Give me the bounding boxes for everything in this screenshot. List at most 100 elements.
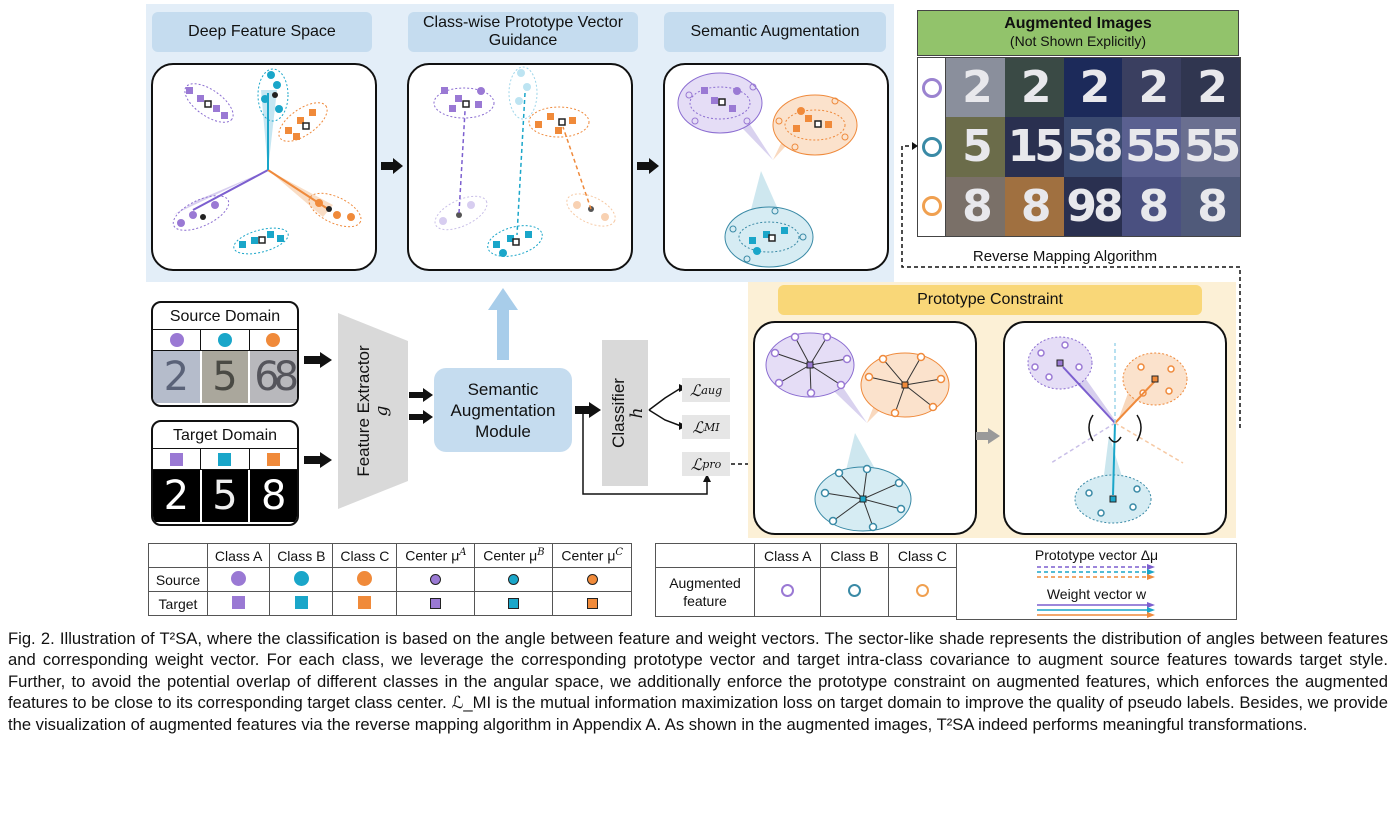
target-class-a-marker	[153, 449, 202, 469]
source-class-c-marker	[250, 330, 297, 350]
source-image-8: 68	[250, 351, 297, 403]
label-deep-feature-space: Deep Feature Space	[152, 12, 372, 52]
label-prototype-guidance: Class-wise Prototype Vector Guidance	[408, 12, 638, 52]
legend-source-center-c	[552, 567, 632, 592]
legend-target-label: Target	[148, 591, 208, 616]
augmented-image: 8	[1122, 176, 1182, 236]
legend-class-b: Class B	[269, 543, 334, 568]
semantic-augmentation-module: Semantic Augmentation Module	[434, 368, 572, 452]
aug-legend-class-b: Class B	[820, 543, 889, 568]
legend-center-c: Center μC	[552, 543, 632, 568]
legend-target-b	[269, 591, 334, 616]
legend-target-a	[206, 591, 271, 616]
center-a-sup: A	[459, 547, 467, 559]
augmented-image: 15	[1004, 117, 1064, 177]
augmented-image: 2	[1122, 58, 1182, 118]
vector-legend: Prototype vector Δμ Weight vector w	[956, 543, 1237, 620]
source-class-a-marker	[153, 330, 202, 350]
legend-target-center-a	[396, 591, 476, 616]
label-semantic-augmentation: Semantic Augmentation	[664, 12, 886, 52]
augmented-images-header: Augmented Images (Not Shown Explicitly)	[917, 10, 1239, 56]
augmented-image: 8	[1181, 176, 1240, 236]
legend-table: Class A Class B Class C Center μA Center…	[148, 543, 632, 616]
legend-center-b: Center μB	[474, 543, 554, 568]
prototype-constraint-title: Prototype Constraint	[778, 285, 1202, 315]
augmented-image: 98	[1063, 176, 1123, 236]
reverse-mapping-label: Reverse Mapping Algorithm	[972, 248, 1158, 265]
aug-legend-class-a: Class A	[753, 543, 822, 568]
source-domain-markers	[153, 330, 297, 351]
source-class-b-marker	[201, 330, 250, 350]
arrow-right-icon	[575, 402, 601, 423]
legend-source-center-a	[396, 567, 476, 592]
source-image-5: 5	[201, 351, 251, 403]
legend-source-c	[332, 567, 398, 592]
loss-pro-symbol: ℒ	[690, 454, 703, 474]
aug-legend-c	[887, 567, 958, 617]
gray-arrow-icon	[976, 428, 1000, 444]
panel-semantic-augmentation	[663, 63, 889, 271]
classifier-shape	[602, 340, 648, 486]
source-domain-box: Source Domain 2 5 68	[151, 301, 299, 407]
legend-source-center-b	[474, 567, 554, 592]
augmented-image: 8	[1004, 176, 1064, 236]
up-arrow-icon	[488, 288, 518, 360]
augmented-image: 2	[946, 58, 1005, 118]
center-c-sup: C	[615, 547, 624, 559]
target-domain-box: Target Domain 2 5 8	[151, 420, 299, 526]
augmented-row-marker	[918, 176, 946, 236]
augmented-image: 5	[946, 117, 1005, 177]
loss-pro-sub: pro	[702, 457, 722, 471]
center-b-sup: B	[537, 547, 545, 559]
target-domain-markers	[153, 449, 297, 470]
loss-aug-symbol: ℒ	[689, 380, 702, 400]
prototype-vector-label: Prototype vector Δμ	[1034, 547, 1159, 563]
augmented-image: 2	[1181, 58, 1240, 118]
legend-target-center-c	[552, 591, 632, 616]
legend-source-a	[206, 567, 271, 592]
panel-prototype-guidance	[407, 63, 633, 271]
panel-prototype-constraint-right	[1003, 321, 1227, 535]
target-class-b-marker	[201, 449, 250, 469]
augmented-image: 55	[1181, 117, 1240, 177]
target-class-c-marker	[250, 449, 297, 469]
figure-caption: Fig. 2. Illustration of T²SA, where the …	[8, 629, 1388, 734]
aug-legend-class-c: Class C	[887, 543, 958, 568]
legend-blank	[148, 543, 208, 568]
weight-vector-label: Weight vector w	[1046, 586, 1147, 602]
legend-target-center-b	[474, 591, 554, 616]
arrow-right-icon	[637, 158, 659, 179]
aug-legend-label: Augmented feature	[655, 567, 755, 617]
legend-source-b	[269, 567, 334, 592]
augmented-image: 55	[1122, 117, 1182, 177]
legend-class-a: Class A	[206, 543, 271, 568]
arrow-right-icon	[409, 388, 433, 407]
source-domain-images: 2 5 68	[153, 351, 297, 403]
feature-extractor-symbol: g	[372, 405, 392, 417]
augmented-image: 2	[1004, 58, 1064, 118]
target-domain-images: 2 5 8	[153, 470, 297, 522]
target-domain-title: Target Domain	[153, 422, 297, 449]
loss-mi-symbol: ℒ	[692, 417, 704, 437]
augmented-row-marker	[918, 117, 946, 177]
augmented-images-title: Augmented Images	[1004, 15, 1152, 32]
loss-mi-sub: MI	[703, 420, 720, 434]
augmented-image: 8	[946, 176, 1005, 236]
loss-aug-sub: aug	[701, 383, 723, 397]
legend-source-label: Source	[148, 567, 208, 592]
aug-legend-a	[753, 567, 822, 617]
weight-legend-arrows	[1037, 602, 1155, 618]
legend-class-c: Class C	[332, 543, 398, 568]
aug-legend-b	[820, 567, 889, 617]
feature-extractor-label: Feature Extractor g	[354, 331, 392, 491]
augmented-images-subtitle: (Not Shown Explicitly)	[1009, 33, 1147, 49]
target-image-2: 2	[153, 470, 202, 522]
arrow-right-icon	[409, 410, 433, 429]
legend-center-a: Center μA	[396, 543, 476, 568]
feature-extractor-shape	[338, 313, 408, 509]
augmented-legend-table: Class A Class B Class C Augmented featur…	[655, 543, 958, 617]
